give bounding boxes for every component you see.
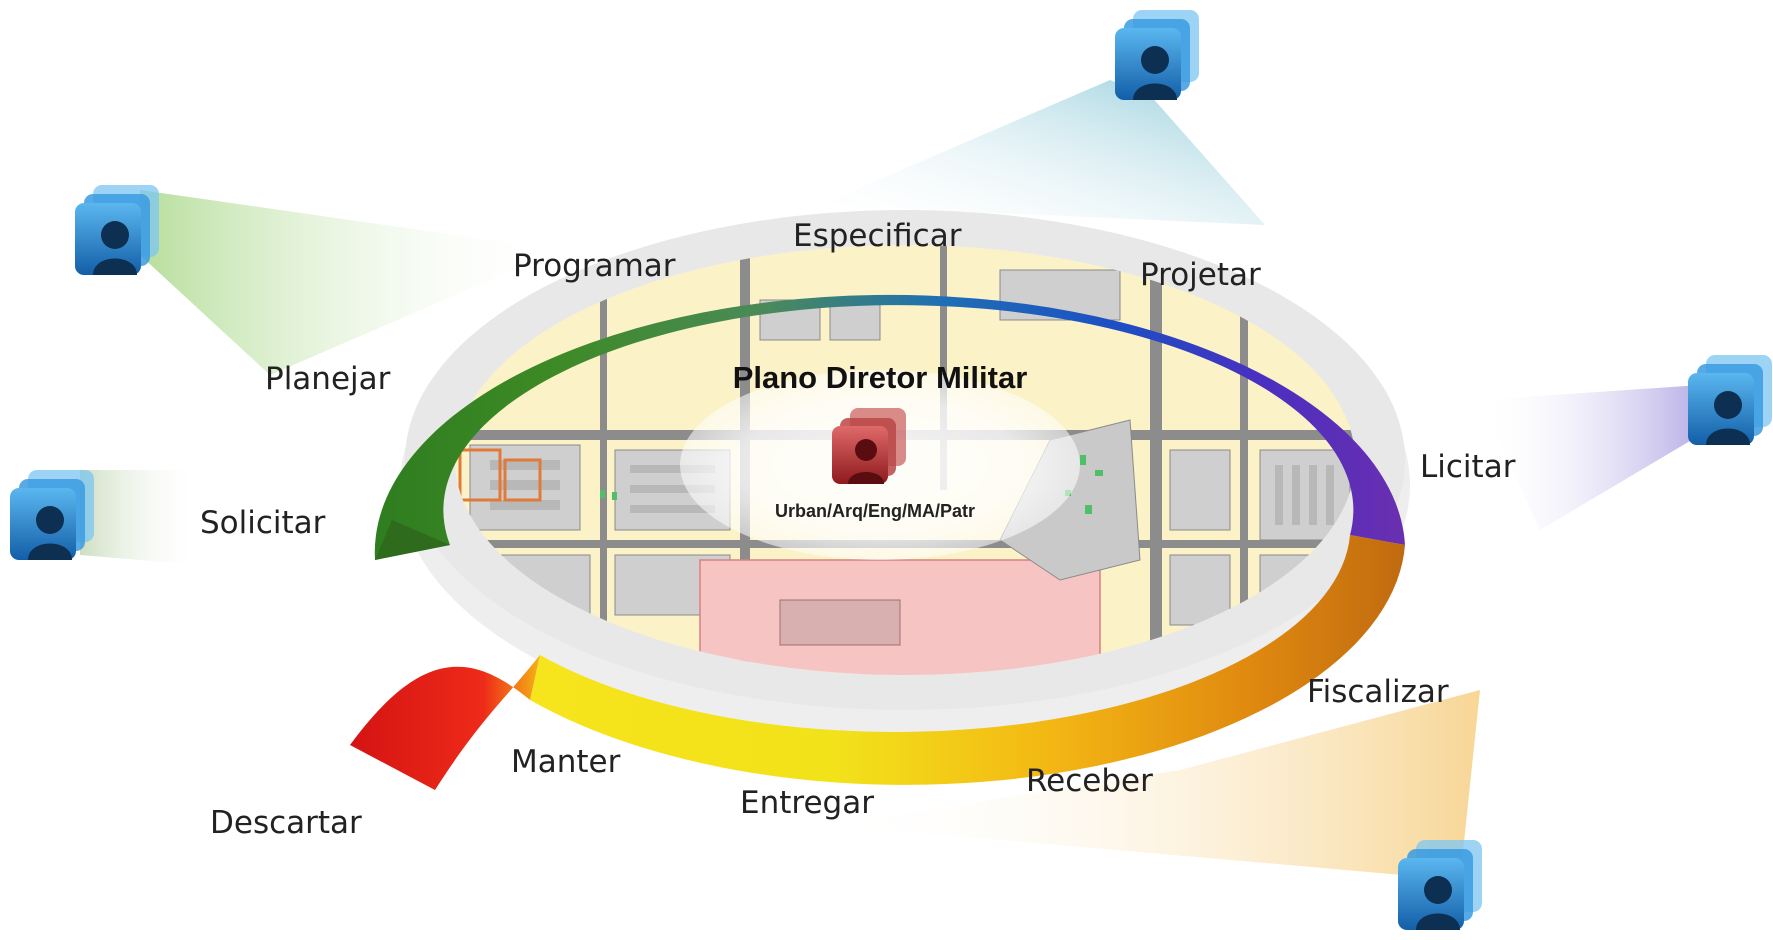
beam-specification <box>820 80 1265 225</box>
specification-actor-icon <box>1115 10 1199 100</box>
stage-entregar: Entregar <box>740 785 874 821</box>
stage-programar: Programar <box>513 248 676 284</box>
group-users-icon <box>832 408 906 484</box>
stage-projetar: Projetar <box>1140 257 1261 293</box>
bidding-actor-icon <box>1688 355 1772 445</box>
stage-descartar: Descartar <box>210 805 362 841</box>
stage-fiscalizar: Fiscalizar <box>1307 674 1449 710</box>
center-title: Plano Diretor Militar <box>733 360 1028 395</box>
beam-planning <box>140 190 560 375</box>
stage-labels: Programar Especificar Projetar Planejar … <box>200 218 1516 841</box>
ring-lower-arc <box>530 535 1405 785</box>
stage-licitar: Licitar <box>1420 449 1516 485</box>
ring-discard-tail <box>350 655 540 790</box>
stage-especificar: Especificar <box>793 218 962 254</box>
stage-planejar: Planejar <box>265 361 391 397</box>
center-subtitle: Urban/Arq/Eng/MA/Patr <box>775 501 975 521</box>
planning-actor-icon <box>75 185 159 275</box>
stage-receber: Receber <box>1026 763 1153 799</box>
inspection-actor-icon <box>1398 840 1482 930</box>
beam-inspection <box>830 690 1480 880</box>
ring-request-notch <box>375 520 450 560</box>
beam-bidding <box>1480 385 1700 530</box>
stage-manter: Manter <box>511 744 621 780</box>
request-actor-icon <box>10 470 94 560</box>
beam-request <box>80 470 200 565</box>
actor-beams <box>80 80 1700 880</box>
stage-solicitar: Solicitar <box>200 505 326 541</box>
